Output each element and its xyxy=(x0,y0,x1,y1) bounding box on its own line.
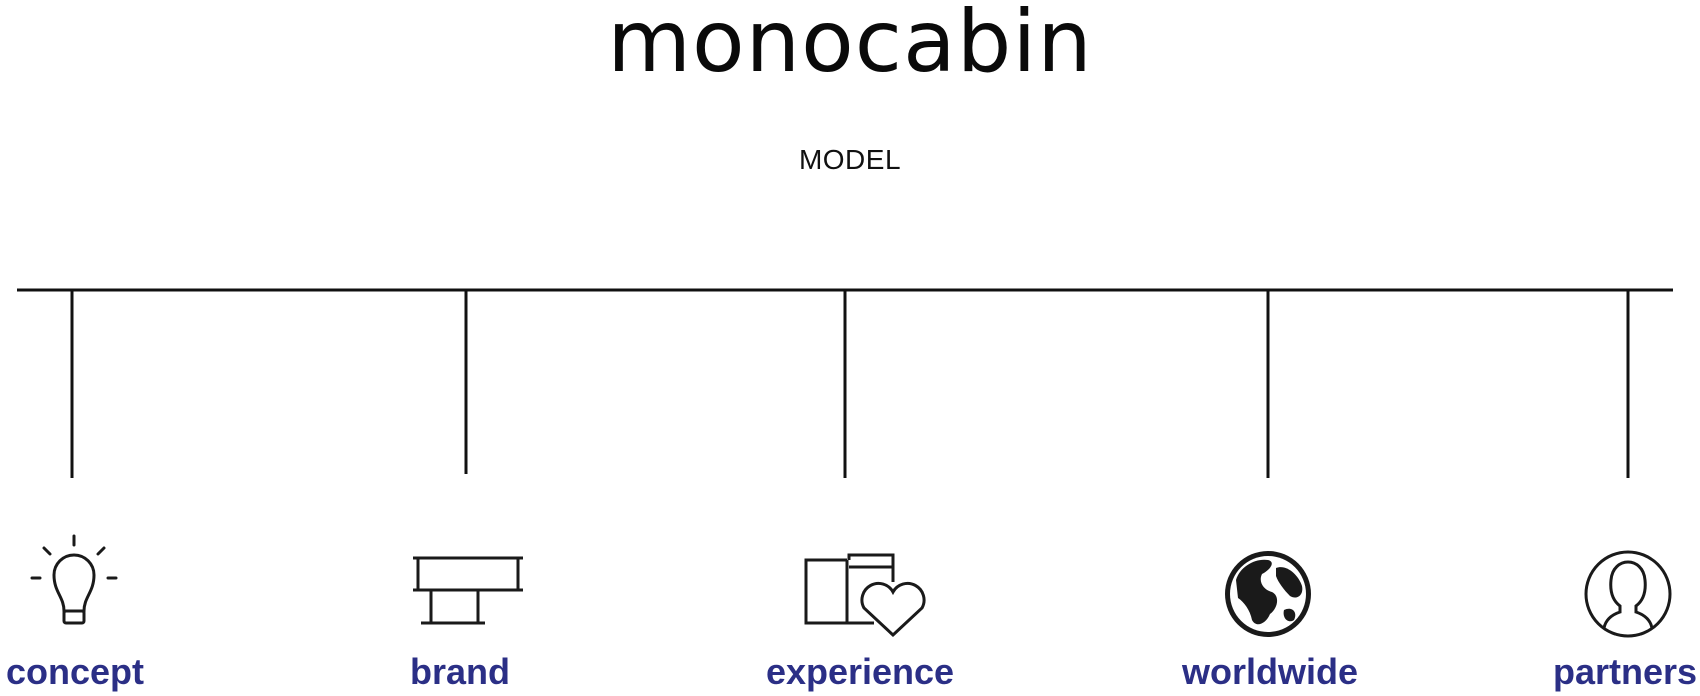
cabin-heart-icon xyxy=(804,553,926,638)
node-label-brand: brand xyxy=(409,651,510,692)
person-icon xyxy=(1584,550,1672,638)
brand-structure-icon xyxy=(413,556,523,625)
globe-icon xyxy=(1225,551,1311,637)
node-label-concept: concept xyxy=(5,651,145,692)
logo-wordmark: monocabin xyxy=(607,0,1093,92)
lightbulb-icon xyxy=(30,534,118,625)
node-label-worldwide: worldwide xyxy=(1181,651,1358,692)
diagram-subtitle: MODEL xyxy=(798,144,902,175)
node-label-experience: experience xyxy=(765,651,955,692)
node-label-partners: partners xyxy=(1552,651,1698,692)
